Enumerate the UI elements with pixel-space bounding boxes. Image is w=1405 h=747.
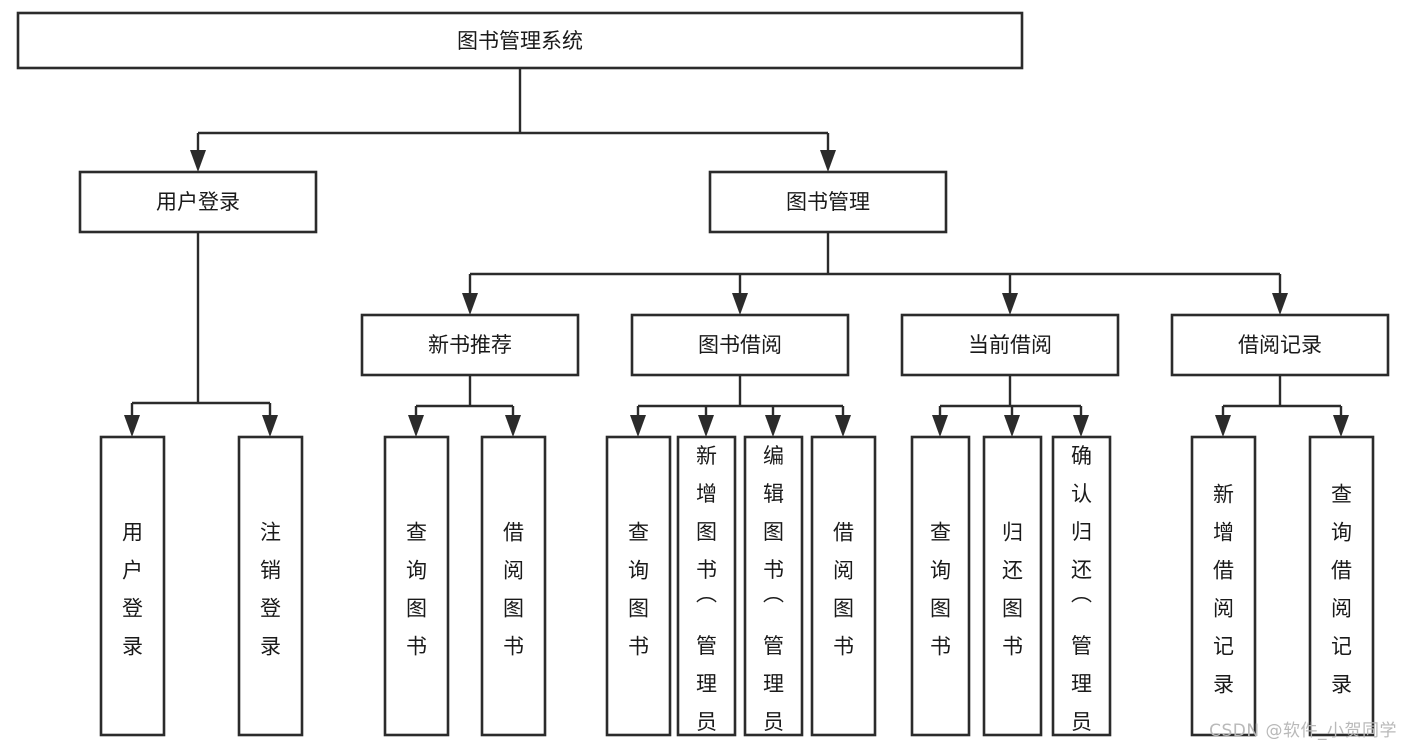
leaf-node[interactable]: 新增借阅记录	[1190, 435, 1257, 737]
arrow-head-icon	[835, 415, 851, 437]
leaf-node[interactable]: 查询图书	[910, 435, 971, 737]
leaf-node-box[interactable]	[383, 435, 450, 737]
leaf-node-box[interactable]	[982, 435, 1043, 737]
node-root-system-box[interactable]	[16, 11, 1024, 70]
leaf-node-label: 归还图书	[1002, 521, 1023, 659]
leaf-node-box[interactable]	[480, 435, 547, 737]
connector-group-current-to-leaves	[932, 375, 1089, 437]
connector-group-newbook-to-leaves	[408, 375, 521, 437]
arrow-head-icon	[1073, 415, 1089, 437]
node-new-book-recommend[interactable]: 新书推荐	[360, 313, 580, 377]
arrow-head-icon	[698, 415, 714, 437]
arrow-head-icon	[1333, 415, 1349, 437]
leaf-node-box[interactable]	[676, 435, 737, 737]
leaf-node-label: 新增借阅记录	[1213, 483, 1234, 697]
node-user-login[interactable]: 用户登录	[78, 170, 318, 234]
arrow-head-icon	[1002, 293, 1018, 315]
node-book-borrow[interactable]: 图书借阅	[630, 313, 850, 377]
watermark-text: CSDN @软件_小贺同学	[1209, 721, 1397, 741]
node-root-system-label: 图书管理系统	[457, 29, 583, 53]
leaf-node[interactable]: 查询图书	[383, 435, 450, 737]
node-borrow-records[interactable]: 借阅记录	[1170, 313, 1390, 377]
node-new-book-recommend-label: 新书推荐	[428, 333, 512, 357]
leaf-node[interactable]: 新增图书⌒管理员⌣	[676, 435, 737, 747]
leaf-node[interactable]: 确认归还⌒管理员⌣	[1051, 435, 1112, 747]
node-borrow-records-box[interactable]	[1170, 313, 1390, 377]
leaf-node-box[interactable]	[910, 435, 971, 737]
arrow-head-icon	[124, 415, 140, 437]
leaf-node-box[interactable]	[743, 435, 804, 737]
node-user-login-box[interactable]	[78, 170, 318, 234]
leaf-node[interactable]: 借阅图书	[810, 435, 877, 737]
connector-group-bookmgmt-to-level2	[462, 232, 1288, 315]
leaf-node-label: 注销登录	[260, 521, 281, 659]
arrow-head-icon	[732, 293, 748, 315]
node-book-management-box[interactable]	[708, 170, 948, 234]
arrow-head-icon	[1272, 293, 1288, 315]
connector-group-borrow-to-leaves	[630, 375, 851, 437]
node-borrow-records-label: 借阅记录	[1238, 333, 1322, 357]
leaf-node-box[interactable]	[810, 435, 877, 737]
leaf-node[interactable]: 归还图书	[982, 435, 1043, 737]
leaf-node-label: 确认归还⌒管理员⌣	[1071, 444, 1092, 747]
leaf-node-box[interactable]	[1308, 435, 1375, 737]
leaf-node[interactable]: 借阅图书	[480, 435, 547, 737]
leaf-node[interactable]: 查询借阅记录	[1308, 435, 1375, 737]
arrow-head-icon	[408, 415, 424, 437]
arrow-head-icon	[820, 150, 836, 172]
leaf-node-box[interactable]	[237, 435, 304, 737]
arrow-head-icon	[630, 415, 646, 437]
leaf-node-box[interactable]	[1051, 435, 1112, 737]
connector-group-root-to-level1	[190, 68, 836, 172]
leaf-node-box[interactable]	[605, 435, 672, 737]
leaf-node[interactable]: 查询图书	[605, 435, 672, 737]
arrow-head-icon	[262, 415, 278, 437]
leaf-node-label: 查询借阅记录	[1331, 483, 1352, 697]
node-book-borrow-box[interactable]	[630, 313, 850, 377]
leaf-node-label: 编辑图书⌒管理员⌣	[763, 444, 784, 747]
leaf-node-layer: 用户登录 注销登录 查询图书 借阅图书 查询图书 新增图书⌒管理员⌣ 编辑图书⌒管理员⌣ 借阅…	[99, 435, 1375, 747]
arrow-head-icon	[505, 415, 521, 437]
node-new-book-recommend-box[interactable]	[360, 313, 580, 377]
node-book-management[interactable]: 图书管理	[708, 170, 948, 234]
leaf-node-label: 查询图书	[930, 521, 951, 659]
connector-group-records-to-leaves	[1215, 375, 1349, 437]
arrow-head-icon	[932, 415, 948, 437]
node-book-management-label: 图书管理	[786, 190, 870, 214]
leaf-node-box[interactable]	[99, 435, 166, 737]
leaf-node[interactable]: 用户登录	[99, 435, 166, 737]
leaf-node-label: 借阅图书	[833, 521, 854, 659]
arrow-head-icon	[1215, 415, 1231, 437]
leaf-node-label: 用户登录	[122, 521, 143, 659]
arrow-head-icon	[462, 293, 478, 315]
node-current-borrow-box[interactable]	[900, 313, 1120, 377]
node-current-borrow-label: 当前借阅	[968, 333, 1052, 357]
arrow-head-icon	[190, 150, 206, 172]
arrow-head-icon	[765, 415, 781, 437]
leaf-node-label: 查询图书	[406, 521, 427, 659]
leaf-node[interactable]: 注销登录	[237, 435, 304, 737]
leaf-node-label: 新增图书⌒管理员⌣	[696, 444, 717, 747]
connector-group-userlogin-to-leaves	[124, 232, 278, 437]
node-user-login-label: 用户登录	[156, 190, 240, 214]
node-root-system[interactable]: 图书管理系统	[16, 11, 1024, 70]
node-book-borrow-label: 图书借阅	[698, 333, 782, 357]
leaf-node-box[interactable]	[1190, 435, 1257, 737]
leaf-node-label: 借阅图书	[503, 521, 524, 659]
leaf-node[interactable]: 编辑图书⌒管理员⌣	[743, 435, 804, 747]
arrow-head-icon	[1004, 415, 1020, 437]
node-current-borrow[interactable]: 当前借阅	[900, 313, 1120, 377]
leaf-node-label: 查询图书	[628, 521, 649, 659]
